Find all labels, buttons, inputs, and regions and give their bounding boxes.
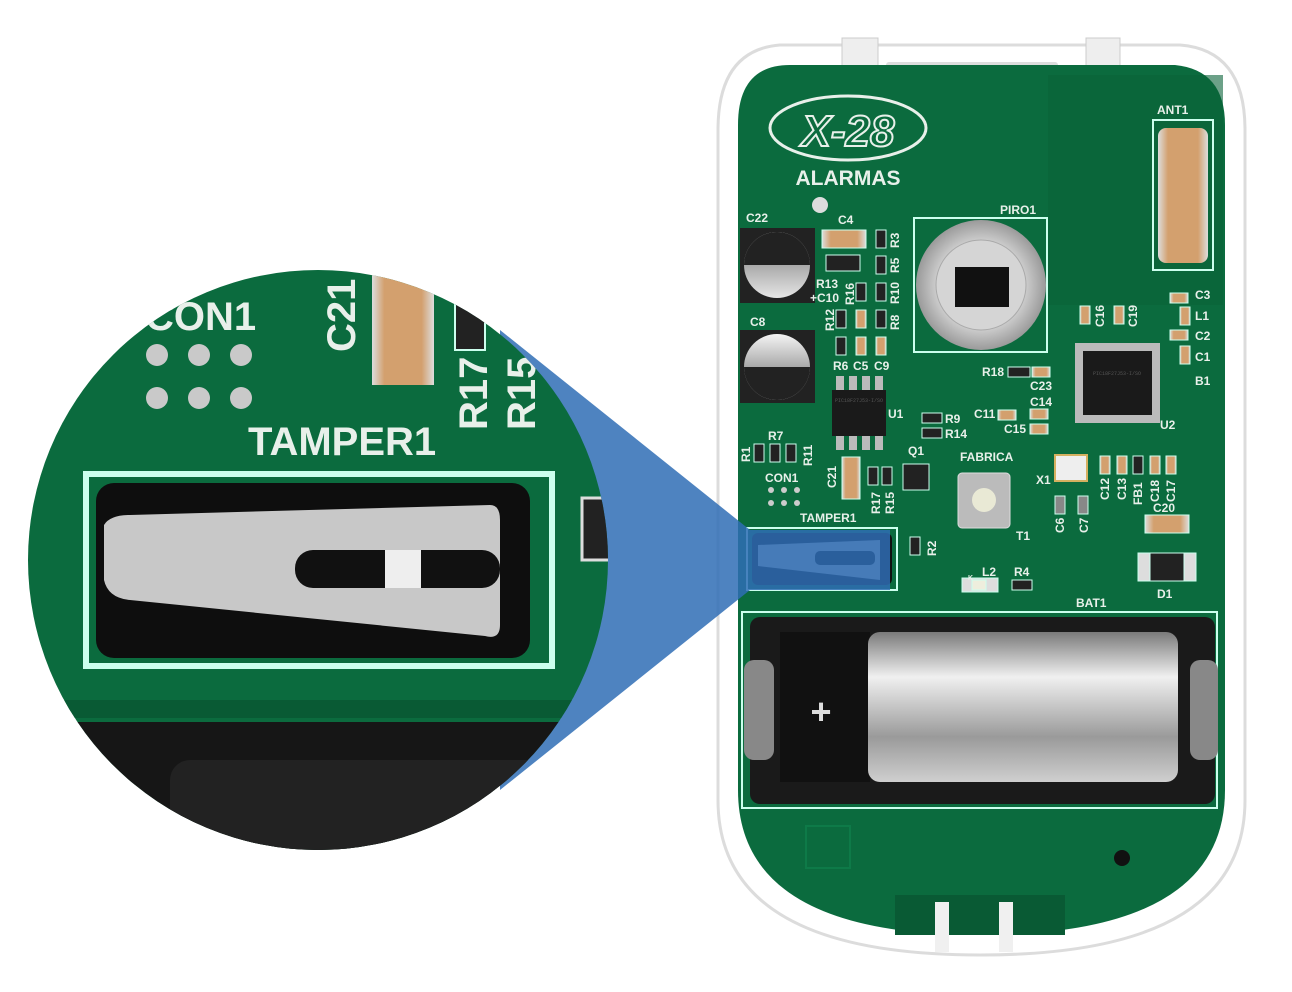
zoom-label-tamper1: TAMPER1 [248, 420, 436, 464]
svg-text:PIC18F27J53-I/SO: PIC18F27J53-I/SO [835, 398, 883, 404]
label-c10: +C10 [810, 291, 839, 305]
label-c23: C23 [1030, 379, 1052, 393]
label-r5: R5 [888, 257, 902, 273]
chip-u1: PIC18F27J53-I/SO [832, 376, 886, 450]
capacitor-c22 [740, 228, 815, 303]
zoom-label-c21: C21 [320, 279, 364, 352]
zoom-resistor-r17 [454, 299, 486, 351]
label-r7: R7 [768, 429, 784, 443]
svg-text:PIC18F27J53-I/SO: PIC18F27J53-I/SO [1093, 371, 1141, 377]
label-l1: L1 [1195, 309, 1209, 323]
label-c6: C6 [1053, 517, 1067, 533]
label-c1: C1 [1195, 350, 1211, 364]
fabrica-button-t1 [957, 472, 1011, 529]
logo-mark: X-28 [799, 107, 895, 156]
label-r14: R14 [945, 427, 967, 441]
label-fb1: FB1 [1131, 482, 1145, 505]
mounting-hole [1114, 850, 1130, 866]
label-c22: C22 [746, 211, 768, 225]
antenna-ant1 [1152, 119, 1214, 271]
label-u2: U2 [1160, 418, 1176, 432]
label-r12: R12 [823, 309, 837, 331]
label-x1: X1 [1036, 473, 1051, 487]
label-c4: C4 [838, 213, 854, 227]
label-c17: C17 [1164, 480, 1178, 502]
label-c18: C18 [1148, 480, 1162, 502]
magnified-view: CON1 TAMPER1 C21 R17 R15 [28, 270, 608, 850]
label-t1: T1 [1016, 529, 1030, 543]
label-d1: D1 [1157, 587, 1173, 601]
zoom-label-con1: CON1 [145, 295, 256, 339]
chip-u2: PIC18F27J53-I/SO [1075, 343, 1160, 423]
label-u1: U1 [888, 407, 904, 421]
label-k: K [968, 575, 973, 582]
label-c12: C12 [1098, 478, 1112, 500]
label-c2: C2 [1195, 329, 1211, 343]
label-r1: R1 [739, 446, 753, 462]
label-r9: R9 [945, 412, 961, 426]
label-c5: C5 [853, 359, 869, 373]
logo-subtitle: ALARMAS [796, 167, 901, 190]
pir-sensor-piro1 [913, 217, 1048, 353]
label-tamper1: TAMPER1 [800, 511, 857, 525]
label-b1: B1 [1195, 374, 1211, 388]
label-r6: R6 [833, 359, 849, 373]
label-r10: R10 [888, 282, 902, 304]
label-r18: R18 [982, 365, 1004, 379]
label-r15: R15 [883, 492, 897, 514]
label-q1: Q1 [908, 444, 924, 458]
label-c9: C9 [874, 359, 890, 373]
silkscreen-labels: ANT1 PIRO1 C22 C4 R13 +C10 C8 R6 C5 C9 U… [739, 103, 1211, 610]
label-r2: R2 [925, 540, 939, 556]
zoom-label-r17: R17 [452, 357, 496, 430]
label-r8: R8 [888, 314, 902, 330]
brand-logo: X-28 ALARMAS [768, 94, 928, 213]
label-c20: C20 [1153, 501, 1175, 515]
battery-plus-sign: + [810, 691, 831, 732]
label-con1: CON1 [765, 471, 799, 485]
label-r11: R11 [801, 444, 815, 466]
zoom-callout-cone [500, 330, 890, 790]
label-c14: C14 [1030, 395, 1052, 409]
label-c7: C7 [1077, 517, 1091, 533]
label-ant1: ANT1 [1157, 103, 1189, 117]
label-c8: C8 [750, 315, 766, 329]
label-c11: C11 [974, 407, 996, 421]
zoom-capacitor-c21 [372, 275, 434, 385]
connector-con1 [768, 487, 800, 506]
label-r4: R4 [1014, 565, 1030, 579]
label-l2: L2 [982, 565, 996, 579]
smd-components [753, 229, 1197, 593]
label-piro1: PIRO1 [1000, 203, 1036, 217]
label-r17: R17 [869, 492, 883, 514]
label-r13: R13 [816, 277, 838, 291]
label-r16: R16 [843, 283, 857, 305]
label-c21: C21 [825, 466, 839, 488]
label-fabrica: FABRICA [960, 450, 1014, 464]
capacitor-c8 [740, 330, 815, 403]
battery-bat1: + [741, 611, 1218, 809]
label-c3: C3 [1195, 288, 1211, 302]
label-c13: C13 [1115, 478, 1129, 500]
label-bat1: BAT1 [1076, 596, 1107, 610]
zoom-con1-pads [146, 344, 252, 409]
label-c16: C16 [1093, 305, 1107, 327]
label-r3: R3 [888, 232, 902, 248]
label-c15: C15 [1004, 422, 1026, 436]
label-c19: C19 [1126, 305, 1140, 327]
